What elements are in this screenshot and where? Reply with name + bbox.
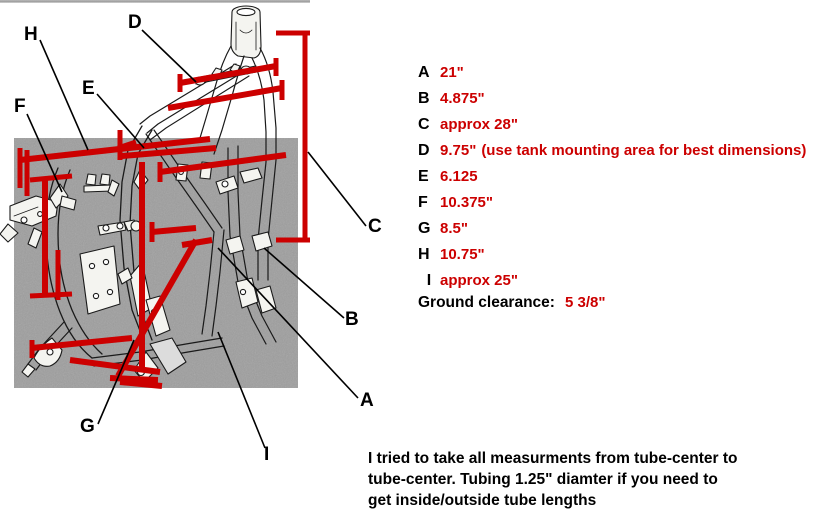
leader-d bbox=[141, 29, 197, 83]
leader-e bbox=[96, 93, 145, 149]
dimension-row-b: B 4.875" bbox=[418, 90, 808, 116]
dimension-row-a: A 21" bbox=[418, 64, 808, 90]
ground-clearance-row: Ground clearance: 5 3/8" bbox=[418, 294, 605, 312]
dimension-a bbox=[115, 238, 199, 378]
leader-i bbox=[217, 331, 266, 449]
leader-b bbox=[263, 247, 345, 319]
callout-letter-b: B bbox=[345, 309, 359, 330]
dimension-d-lower bbox=[167, 80, 285, 111]
callout-letter-g: G bbox=[80, 416, 95, 437]
leader-h bbox=[39, 39, 89, 151]
dimension-letter-b: B bbox=[418, 90, 430, 107]
dimension-letter-h: H bbox=[418, 246, 430, 263]
dimension-value-b: 4.875" bbox=[440, 90, 485, 107]
dimension-value-a: 21" bbox=[440, 64, 464, 81]
dimension-row-c: C approx 28" bbox=[418, 116, 808, 142]
dimension-letter-a: A bbox=[418, 64, 430, 81]
dimension-f bbox=[24, 150, 73, 299]
callout-letter-a: A bbox=[360, 390, 374, 411]
dimension-value-d: 9.75" bbox=[440, 142, 477, 159]
dimension-value-e: 6.125 bbox=[440, 168, 478, 185]
dimension-value-g: 8.5" bbox=[440, 220, 468, 237]
ground-clearance-value: 5 3/8" bbox=[564, 294, 606, 311]
callout-letter-h: H bbox=[24, 24, 38, 45]
leader-g bbox=[97, 339, 135, 425]
dimension-legend-list: A 21" B 4.875" C approx 28" D 9.75" (use… bbox=[418, 64, 808, 298]
leader-a bbox=[217, 247, 359, 399]
dimension-row-e: E 6.125 bbox=[418, 168, 808, 194]
measurement-note: I tried to take all measurments from tub… bbox=[368, 448, 768, 511]
leader-f bbox=[26, 113, 63, 193]
dimension-row-g: G 8.5" bbox=[418, 220, 808, 246]
dimension-value-c: approx 28" bbox=[440, 116, 518, 133]
dimension-g bbox=[29, 335, 161, 375]
callout-letter-c: C bbox=[368, 216, 382, 237]
callout-letter-i: I bbox=[264, 444, 269, 465]
dimension-row-f: F 10.375" bbox=[418, 194, 808, 220]
frame-diagram: H D E F C B A G I bbox=[0, 0, 400, 470]
dimension-letter-g: G bbox=[418, 220, 431, 237]
dimension-d bbox=[177, 58, 279, 92]
dimension-value-h: 10.75" bbox=[440, 246, 485, 263]
dimension-letter-c: C bbox=[418, 116, 430, 133]
dimension-letter-e: E bbox=[418, 168, 429, 185]
dimension-h-lower bbox=[121, 145, 287, 182]
measurement-note-line-1: I tried to take all measurments from tub… bbox=[368, 450, 738, 467]
leader-c bbox=[307, 151, 367, 227]
dimension-row-h: H 10.75" bbox=[418, 246, 808, 272]
dimension-letter-d: D bbox=[418, 142, 430, 159]
dimension-note-d: (use tank mounting area for best dimensi… bbox=[481, 142, 807, 159]
dimension-value-f: 10.375" bbox=[440, 194, 493, 211]
dimension-letter-f: F bbox=[418, 194, 428, 211]
dimension-row-d: D 9.75" (use tank mounting area for best… bbox=[418, 142, 808, 168]
callout-letter-d: D bbox=[128, 12, 142, 33]
measurement-note-line-2: tube-center. Tubing 1.25" diamter if you… bbox=[368, 471, 718, 488]
dimension-row-i: I approx 25" bbox=[418, 272, 808, 298]
dimension-c bbox=[276, 30, 310, 243]
callout-letters: H D E F C B A G I bbox=[14, 12, 382, 465]
callout-leader-lines bbox=[26, 29, 367, 449]
dimension-value-i: approx 25" bbox=[440, 272, 518, 289]
top-divider-rule bbox=[0, 0, 310, 3]
red-dimension-lines bbox=[17, 30, 310, 389]
callout-letter-f: F bbox=[14, 96, 26, 117]
measurement-note-line-3: get inside/outside tube lengths bbox=[368, 492, 597, 509]
dimension-letter-i: I bbox=[426, 272, 432, 289]
ground-clearance-label: Ground clearance: bbox=[418, 294, 555, 311]
callout-letter-e: E bbox=[82, 78, 95, 99]
